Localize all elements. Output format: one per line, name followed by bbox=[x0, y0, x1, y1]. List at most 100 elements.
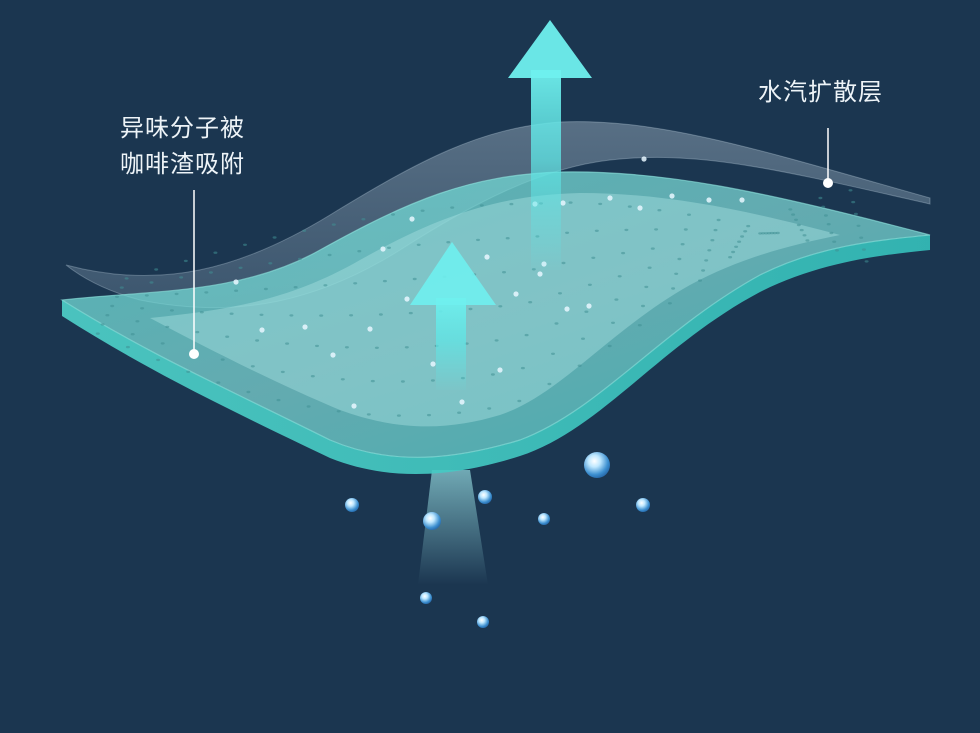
texture-dot bbox=[618, 275, 622, 277]
texture-dot bbox=[446, 241, 450, 243]
texture-dot bbox=[517, 400, 521, 402]
texture-dot bbox=[273, 236, 277, 238]
texture-dot bbox=[608, 345, 612, 347]
texture-dot bbox=[521, 367, 525, 369]
texture-dot bbox=[800, 229, 804, 231]
texture-dot bbox=[294, 286, 298, 288]
texture-dot bbox=[788, 208, 792, 210]
surface-droplet bbox=[380, 246, 385, 251]
surface-droplet bbox=[404, 296, 409, 301]
surface-droplet bbox=[430, 361, 435, 366]
surface-droplet bbox=[607, 195, 612, 200]
texture-dot bbox=[581, 338, 585, 340]
texture-dot bbox=[156, 359, 160, 361]
texture-dot bbox=[480, 204, 484, 206]
surface-droplet bbox=[637, 205, 642, 210]
texture-dot bbox=[681, 243, 685, 245]
texture-dot bbox=[614, 298, 618, 300]
texture-dot bbox=[341, 378, 345, 380]
texture-dot bbox=[230, 313, 234, 315]
texture-dot bbox=[255, 339, 259, 341]
texture-dot bbox=[824, 214, 828, 216]
texture-dot bbox=[285, 342, 289, 344]
texture-dot bbox=[383, 280, 387, 282]
texture-dot bbox=[375, 347, 379, 349]
texture-dot bbox=[849, 189, 853, 191]
texture-dot bbox=[591, 257, 595, 259]
surface-droplet bbox=[513, 291, 518, 296]
water-droplet bbox=[420, 592, 432, 604]
texture-dot bbox=[707, 249, 711, 251]
texture-dot bbox=[457, 412, 461, 414]
texture-dot bbox=[361, 218, 365, 220]
texture-dot bbox=[491, 373, 495, 375]
texture-dot bbox=[409, 312, 413, 314]
texture-dot bbox=[578, 365, 582, 367]
texture-dot bbox=[714, 229, 718, 231]
texture-dot bbox=[427, 414, 431, 416]
texture-dot bbox=[289, 314, 293, 316]
texture-dot bbox=[509, 203, 513, 205]
texture-dot bbox=[225, 336, 229, 338]
texture-dot bbox=[150, 281, 154, 283]
texture-dot bbox=[624, 229, 628, 231]
texture-dot bbox=[611, 322, 615, 324]
texture-dot bbox=[821, 206, 825, 208]
texture-dot bbox=[391, 213, 395, 215]
texture-dot bbox=[332, 223, 336, 225]
texture-dot bbox=[547, 383, 551, 385]
texture-dot bbox=[595, 230, 599, 232]
texture-dot bbox=[731, 251, 735, 253]
texture-dot bbox=[175, 293, 179, 295]
texture-dot bbox=[698, 279, 702, 281]
texture-dot bbox=[598, 203, 602, 205]
texture-dot bbox=[525, 334, 529, 336]
surface-droplet bbox=[459, 399, 464, 404]
texture-dot bbox=[717, 219, 721, 221]
texture-dot bbox=[243, 244, 247, 246]
texture-dot bbox=[125, 277, 129, 279]
texture-dot bbox=[184, 260, 188, 262]
texture-dot bbox=[737, 241, 741, 243]
texture-dot bbox=[353, 282, 357, 284]
callout-odor-absorb-line1: 异味分子被 bbox=[120, 110, 245, 146]
texture-dot bbox=[555, 322, 559, 324]
texture-dot bbox=[315, 345, 319, 347]
texture-dot bbox=[758, 232, 762, 234]
surface-droplet bbox=[739, 197, 744, 202]
callout-vapor-diffusion: 水汽扩散层 bbox=[758, 74, 883, 110]
texture-dot bbox=[835, 249, 839, 251]
texture-dot bbox=[628, 205, 632, 207]
surface-droplet bbox=[330, 352, 335, 357]
texture-dot bbox=[746, 225, 750, 227]
texture-dot bbox=[145, 294, 149, 296]
surface-droplet bbox=[564, 306, 569, 311]
water-droplet bbox=[538, 513, 550, 525]
texture-dot bbox=[379, 313, 383, 315]
surface-droplet bbox=[497, 367, 502, 372]
texture-dot bbox=[805, 239, 809, 241]
texture-dot bbox=[743, 230, 747, 232]
texture-dot bbox=[213, 252, 217, 254]
water-droplet bbox=[477, 616, 489, 628]
texture-dot bbox=[584, 311, 588, 313]
texture-dot bbox=[421, 210, 425, 212]
texture-dot bbox=[216, 381, 220, 383]
callout-odor-absorb-line2: 咖啡渣吸附 bbox=[120, 146, 245, 182]
surface-droplet bbox=[367, 326, 372, 331]
texture-dot bbox=[569, 201, 573, 203]
texture-dot bbox=[803, 234, 807, 236]
texture-dot bbox=[319, 314, 323, 316]
texture-dot bbox=[506, 237, 510, 239]
texture-dot bbox=[110, 305, 114, 307]
texture-dot bbox=[469, 308, 473, 310]
texture-dot bbox=[859, 237, 863, 239]
texture-dot bbox=[827, 223, 831, 225]
texture-dot bbox=[367, 413, 371, 415]
texture-dot bbox=[668, 302, 672, 304]
surface-droplet bbox=[586, 303, 591, 308]
surface-droplet bbox=[537, 271, 542, 276]
texture-dot bbox=[728, 256, 732, 258]
texture-dot bbox=[797, 224, 801, 226]
texture-dot bbox=[281, 371, 285, 373]
